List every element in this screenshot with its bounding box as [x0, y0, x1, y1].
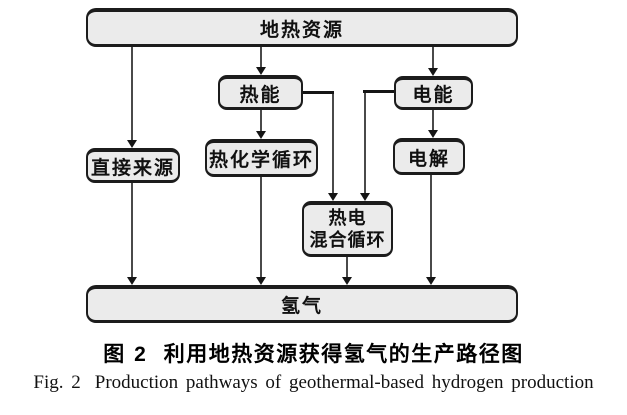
connector-thermal-hybrid-horizontal	[303, 91, 334, 94]
node-geothermal-resources: 地热资源	[86, 8, 518, 47]
node-electric-energy: 电能	[394, 76, 473, 110]
node-electric-label: 电能	[412, 85, 455, 106]
arrowhead-into-electrolysis-icon	[428, 130, 438, 138]
arrowhead-into-hydrogen-1-icon	[127, 277, 137, 285]
connector-electrolysis-hydrogen	[430, 175, 432, 277]
figure-title-en: Production pathways of geothermal-based …	[94, 372, 594, 393]
connector-thermal-thermochemical	[260, 110, 262, 131]
figure-title-cn: 利用地热资源获得氢气的生产路径图	[163, 343, 524, 366]
arrowhead-into-hydrogen-3-icon	[342, 277, 352, 285]
arrowhead-into-hybrid-left-icon	[328, 193, 338, 201]
arrowhead-into-direct-icon	[127, 140, 137, 148]
connector-hybrid-hydrogen	[346, 257, 348, 277]
node-electrolysis: 电解	[393, 138, 465, 175]
connector-thermal-hybrid-vertical	[332, 92, 334, 193]
arrowhead-into-thermochemical-icon	[256, 131, 266, 139]
connector-geothermal-direct	[131, 47, 133, 140]
connector-electric-electrolysis	[432, 110, 434, 130]
arrowhead-into-hybrid-right-icon	[360, 193, 370, 201]
node-thermal-label: 热能	[239, 84, 282, 106]
figure-number-en: Fig. 2	[33, 372, 81, 393]
arrowhead-into-hydrogen-2-icon	[256, 277, 266, 285]
node-thermal-energy: 热能	[218, 75, 303, 110]
node-electrolysis-label: 电解	[407, 148, 450, 170]
connector-geothermal-thermal	[260, 47, 262, 67]
node-direct-source: 直接来源	[86, 148, 180, 183]
connector-thermochemical-hydrogen	[260, 177, 262, 277]
node-direct-label: 直接来源	[90, 157, 175, 179]
figure-caption-cn: 图 2 利用地热资源获得氢气的生产路径图	[0, 338, 627, 368]
figure-number-cn: 图 2	[103, 343, 148, 366]
node-hybrid-cycle: 热电 混合循环	[302, 201, 393, 257]
node-hydrogen-label: 氢气	[280, 296, 323, 317]
connector-direct-hydrogen	[131, 183, 133, 277]
figure-caption-en: Fig. 2 Production pathways of geothermal-…	[0, 372, 627, 394]
connector-geothermal-electric	[432, 47, 434, 68]
arrowhead-into-hydrogen-4-icon	[426, 277, 436, 285]
node-thermochemical-label: 热化学循环	[208, 150, 314, 171]
connector-electric-hybrid-vertical	[364, 91, 366, 193]
node-hybrid-label-line2: 混合循环	[309, 229, 386, 250]
node-hybrid-label-line1: 热电	[328, 207, 367, 228]
node-hydrogen: 氢气	[86, 285, 518, 323]
node-thermochemical-cycle: 热化学循环	[205, 139, 318, 177]
node-geothermal-label: 地热资源	[259, 19, 344, 41]
arrowhead-into-thermal-icon	[256, 67, 266, 75]
connector-electric-hybrid-horizontal	[363, 90, 394, 93]
arrowhead-into-electric-icon	[428, 68, 438, 76]
